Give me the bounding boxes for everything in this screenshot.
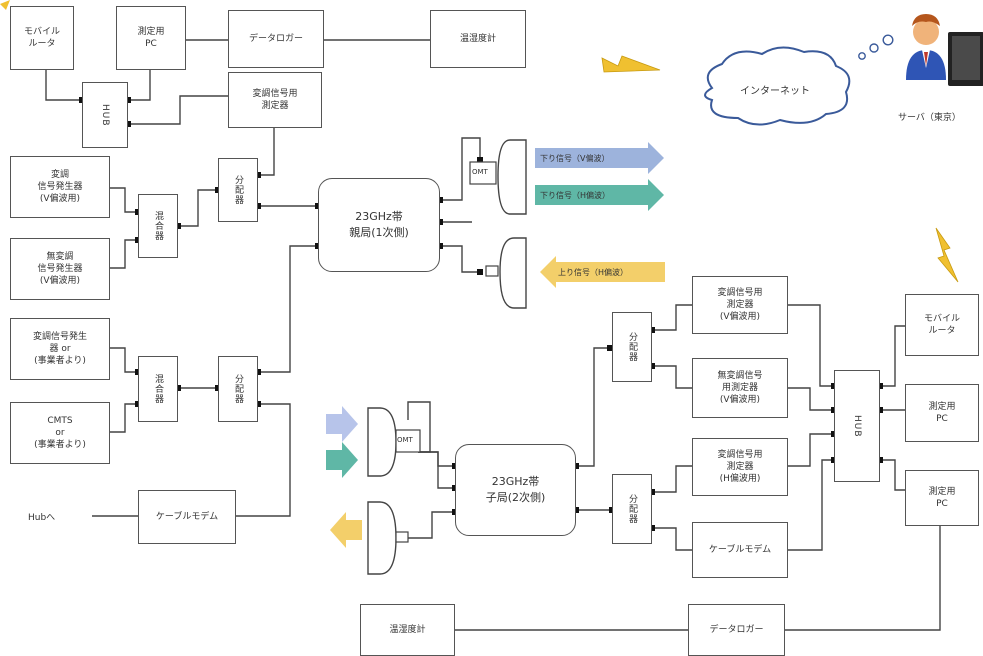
child-station-23ghz: 23GHz帯 子局(2次側): [455, 444, 576, 536]
lightning-icon-corner: [0, 0, 10, 10]
omt-child-shape: [395, 429, 421, 453]
hub-left: HUB: [82, 82, 128, 148]
parent-station-23ghz: 23GHz帯 親局(1次側): [318, 178, 440, 272]
hub-to-label: Hubへ: [28, 513, 56, 523]
modulated-signal-meter-h: 変調信号用 測定器 (H偏波用): [692, 438, 788, 496]
splitter-1: 分配器: [218, 158, 258, 222]
data-logger-bottom: データロガー: [688, 604, 785, 656]
arrow-child-h: [326, 442, 358, 478]
internet-label: インターネット: [740, 86, 810, 97]
modulated-signal-meter-v: 変調信号用 測定器 (V偏波用): [692, 276, 788, 334]
omt-label-child: OMT: [397, 436, 413, 444]
cable-modem-right: ケーブルモデム: [692, 522, 788, 578]
mobile-router-top-left: モバイル ルータ: [10, 6, 74, 70]
unmodulated-signal-generator-v: 無変調 信号発生器 (V偏波用): [10, 238, 110, 300]
measure-pc-right-1: 測定用 PC: [905, 384, 979, 442]
splitter-2: 分配器: [218, 356, 258, 422]
internet-cloud-icon: [704, 46, 851, 126]
modulated-signal-generator-operator: 変調信号発生 器 or (事業者より): [10, 318, 110, 380]
up-h-label: 上り信号（H偏波）: [558, 268, 629, 277]
server-label: サーバ（東京）: [898, 113, 961, 123]
combiner-1: 混合器: [138, 194, 178, 258]
cable-modem-left: ケーブルモデム: [138, 490, 236, 544]
thermo-hygrometer-bottom: 温湿度計: [360, 604, 455, 656]
down-v-label: 下り信号（V偏波）: [540, 154, 610, 163]
lightning-icon-right: [935, 227, 959, 283]
arrow-down-h: [535, 179, 664, 211]
hub-right: HUB: [834, 370, 880, 482]
modulated-signal-generator-v: 変調 信号発生器 (V偏波用): [10, 156, 110, 218]
measure-pc-right-2: 測定用 PC: [905, 470, 979, 526]
mobile-router-right: モバイル ルータ: [905, 294, 979, 356]
arrow-child-up: [330, 512, 362, 548]
splitter-4: 分配器: [612, 474, 652, 544]
data-logger-top: データロガー: [228, 10, 324, 68]
omt-label-parent: OMT: [472, 168, 488, 176]
child-antenna-up-shape: [367, 501, 397, 575]
arrow-down-v: [535, 142, 664, 174]
cmts-box: CMTS or (事業者より): [10, 402, 110, 464]
measure-pc-top-left: 測定用 PC: [116, 6, 186, 70]
child-antenna-down-shape: [367, 407, 397, 477]
arrow-child-v: [326, 406, 358, 442]
combiner-2: 混合器: [138, 356, 178, 422]
omt-parent-shape: [469, 161, 497, 185]
lightning-icon-top: [601, 55, 661, 73]
parent-antenna-down-shape: [497, 139, 527, 215]
down-h-label: 下り信号（H偏波）: [540, 191, 611, 200]
server-user-icon: [906, 14, 983, 86]
modulated-signal-meter-top: 変調信号用 測定器: [228, 72, 322, 128]
parent-antenna-up-shape: [499, 237, 527, 309]
splitter-3: 分配器: [612, 312, 652, 382]
arrow-up-h: [540, 256, 665, 288]
unmodulated-signal-meter-v: 無変調信号 用測定器 (V偏波用): [692, 358, 788, 418]
thermo-hygrometer-top: 温湿度計: [430, 10, 526, 68]
